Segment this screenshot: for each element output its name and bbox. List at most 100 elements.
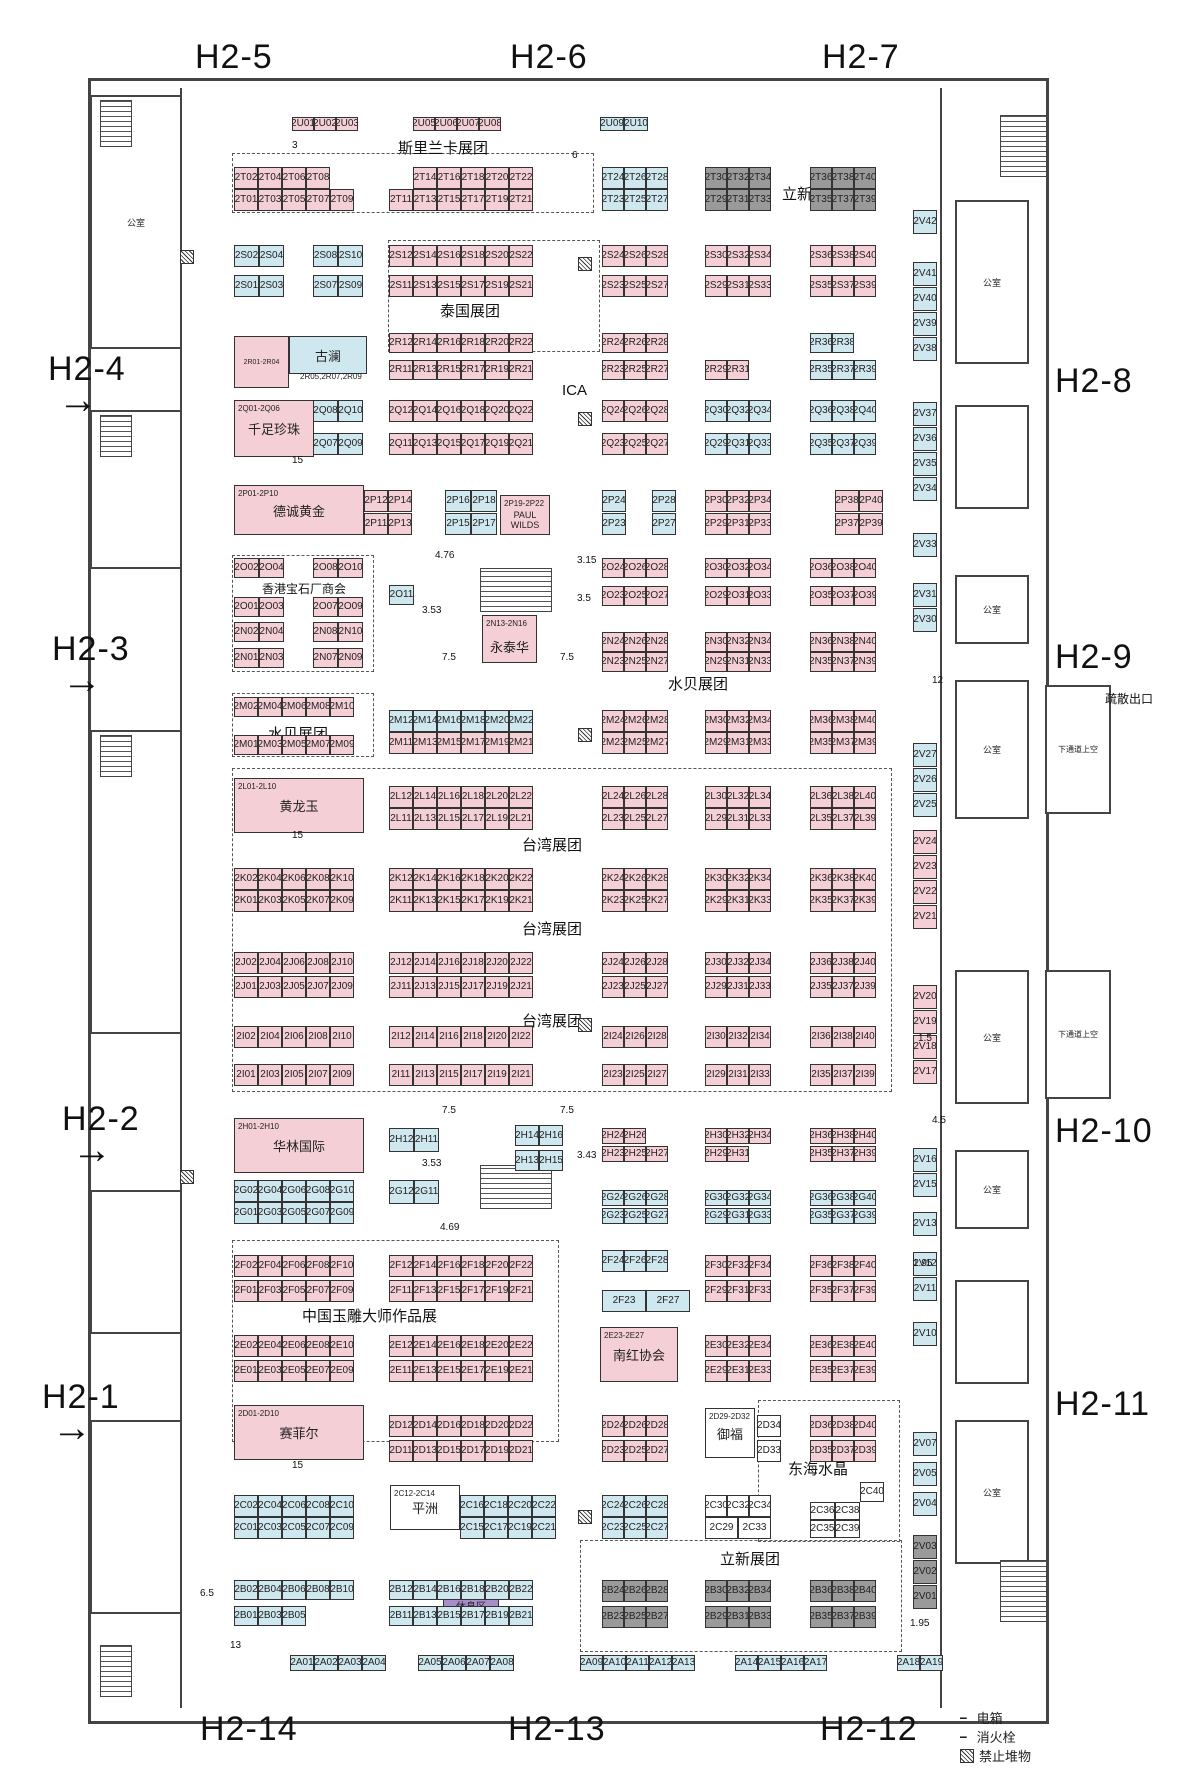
booth-2n37[interactable]: 2N37 [832, 652, 854, 672]
booth-2n01[interactable]: 2N01 [234, 648, 259, 668]
booth-2o29[interactable]: 2O29 [705, 586, 727, 606]
booth-2q07[interactable]: 2Q07 [313, 433, 338, 455]
booth-2p30[interactable]: 2P30 [705, 490, 727, 512]
booth-2d33[interactable]: 2D33 [757, 1440, 781, 1462]
booth-2a07[interactable]: 2A07 [466, 1655, 490, 1671]
booth-2p16[interactable]: 2P16 [445, 490, 471, 512]
booth-2m19[interactable]: 2M19 [485, 732, 509, 754]
booth-2g29[interactable]: 2G29 [705, 1208, 727, 1224]
booth-2g37[interactable]: 2G37 [832, 1208, 854, 1224]
booth-2j25[interactable]: 2J25 [624, 976, 646, 998]
booth-2k20[interactable]: 2K20 [485, 868, 509, 890]
booth-2q21[interactable]: 2Q21 [509, 433, 533, 455]
booth-2s25[interactable]: 2S25 [624, 275, 646, 297]
booth-2m30[interactable]: 2M30 [705, 710, 727, 732]
booth-2f13[interactable]: 2F13 [413, 1280, 437, 1302]
booth-2r23[interactable]: 2R23 [602, 360, 624, 380]
booth-2g05[interactable]: 2G05 [282, 1202, 306, 1224]
booth-2j28[interactable]: 2J28 [646, 952, 668, 974]
booth-2j02[interactable]: 2J02 [234, 952, 258, 974]
booth-2r26[interactable]: 2R26 [624, 333, 646, 353]
booth-2g23[interactable]: 2G23 [602, 1208, 624, 1224]
booth-2d36[interactable]: 2D36 [810, 1415, 832, 1437]
booth-2u08[interactable]: 2U08 [479, 117, 501, 131]
booth-2v24[interactable]: 2V24 [913, 830, 937, 854]
booth-2j04[interactable]: 2J04 [258, 952, 282, 974]
booth-2k01[interactable]: 2K01 [234, 890, 258, 912]
booth-2s37[interactable]: 2S37 [832, 275, 854, 297]
booth-2h25[interactable]: 2H25 [624, 1146, 646, 1162]
booth-2k22[interactable]: 2K22 [509, 868, 533, 890]
booth-2t04[interactable]: 2T04 [258, 167, 282, 189]
booth-2s03[interactable]: 2S03 [259, 275, 284, 297]
booth-2j19[interactable]: 2J19 [485, 976, 509, 998]
booth-2t21[interactable]: 2T21 [509, 189, 533, 211]
booth-2b40[interactable]: 2B40 [854, 1580, 876, 1602]
booth-2o24[interactable]: 2O24 [602, 558, 624, 578]
booth-2i03[interactable]: 2I03 [258, 1064, 282, 1086]
booth-2j33[interactable]: 2J33 [749, 976, 771, 998]
booth-2r14[interactable]: 2R14 [413, 333, 437, 353]
booth-2e40[interactable]: 2E40 [854, 1335, 876, 1357]
booth-2c39[interactable]: 2C39 [835, 1520, 860, 1538]
booth-2b32[interactable]: 2B32 [727, 1580, 749, 1602]
booth-2h31[interactable]: 2H31 [727, 1146, 749, 1162]
booth-2l15[interactable]: 2L15 [437, 808, 461, 830]
booth-2f28[interactable]: 2F28 [646, 1250, 668, 1272]
booth-2s32[interactable]: 2S32 [727, 245, 749, 267]
booth-2t09[interactable]: 2T09 [330, 189, 354, 211]
booth-2n34[interactable]: 2N34 [749, 632, 771, 652]
booth-2k39[interactable]: 2K39 [854, 890, 876, 912]
booth-2g30[interactable]: 2G30 [705, 1190, 727, 1206]
booth-2r36[interactable]: 2R36 [810, 333, 832, 353]
booth-2i08[interactable]: 2I08 [306, 1026, 330, 1048]
booth-2s15[interactable]: 2S15 [437, 275, 461, 297]
booth-2i31[interactable]: 2I31 [727, 1064, 749, 1086]
booth-2v31[interactable]: 2V31 [913, 583, 937, 607]
booth-2d13[interactable]: 2D13 [413, 1440, 437, 1462]
booth-2d39[interactable]: 2D39 [854, 1440, 876, 1462]
booth-2e02[interactable]: 2E02 [234, 1335, 258, 1357]
booth-2q16[interactable]: 2Q16 [437, 400, 461, 422]
booth-2e19[interactable]: 2E19 [485, 1360, 509, 1382]
booth-2m01[interactable]: 2M01 [234, 735, 258, 755]
booth-2u10[interactable]: 2U10 [624, 117, 648, 131]
booth-2c23[interactable]: 2C23 [602, 1517, 624, 1539]
booth-2k34[interactable]: 2K34 [749, 868, 771, 890]
booth-2a15[interactable]: 2A15 [758, 1655, 781, 1671]
booth-2v18[interactable]: 2V18 [913, 1035, 937, 1059]
booth-2j34[interactable]: 2J34 [749, 952, 771, 974]
booth-2i25[interactable]: 2I25 [624, 1064, 646, 1086]
booth-2v27[interactable]: 2V27 [913, 743, 937, 767]
booth-2i06[interactable]: 2I06 [282, 1026, 306, 1048]
booth-2h40[interactable]: 2H40 [854, 1128, 876, 1144]
booth-2m07[interactable]: 2M07 [306, 735, 330, 755]
booth-2k04[interactable]: 2K04 [258, 868, 282, 890]
booth-2d35[interactable]: 2D35 [810, 1440, 832, 1462]
booth-2i30[interactable]: 2I30 [705, 1026, 727, 1048]
booth-2g39[interactable]: 2G39 [854, 1208, 876, 1224]
booth-2t03[interactable]: 2T03 [258, 189, 282, 211]
booth-2f15[interactable]: 2F15 [437, 1280, 461, 1302]
booth-2e06[interactable]: 2E06 [282, 1335, 306, 1357]
booth-2c03[interactable]: 2C03 [258, 1517, 282, 1539]
booth-2j15[interactable]: 2J15 [437, 976, 461, 998]
booth-2t35[interactable]: 2T35 [810, 189, 832, 211]
booth-2l24[interactable]: 2L24 [602, 786, 624, 808]
booth-2v30[interactable]: 2V30 [913, 608, 937, 632]
booth-2s24[interactable]: 2S24 [602, 245, 624, 267]
booth-2m06[interactable]: 2M06 [282, 697, 306, 717]
booth-2n31[interactable]: 2N31 [727, 652, 749, 672]
booth-2m17[interactable]: 2M17 [461, 732, 485, 754]
booth-2q15[interactable]: 2Q15 [437, 433, 461, 455]
booth-2c36[interactable]: 2C36 [810, 1502, 835, 1520]
booth-2i23[interactable]: 2I23 [602, 1064, 624, 1086]
booth-2m09[interactable]: 2M09 [330, 735, 354, 755]
booth-2t39[interactable]: 2T39 [854, 189, 876, 211]
booth-2j06[interactable]: 2J06 [282, 952, 306, 974]
booth-2h38[interactable]: 2H38 [832, 1128, 854, 1144]
booth-2q12[interactable]: 2Q12 [389, 400, 413, 422]
booth-2s13[interactable]: 2S13 [413, 275, 437, 297]
